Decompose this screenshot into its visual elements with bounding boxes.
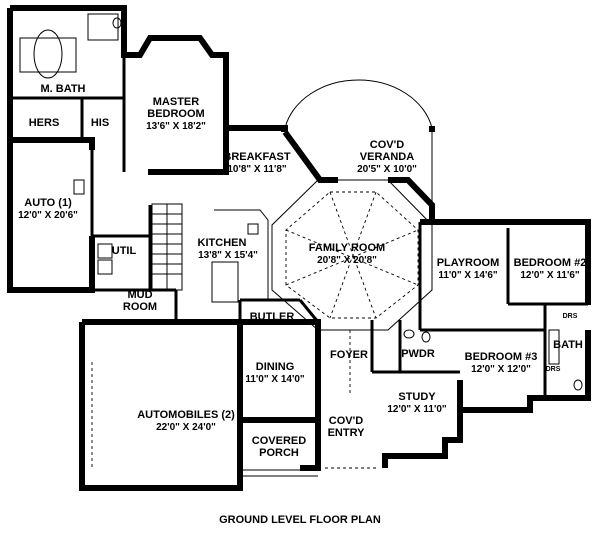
drs-bottom-label: DRS [546, 366, 561, 373]
automobiles-garage-wall [79, 319, 243, 491]
bedroom2-wall [420, 219, 591, 305]
ceiling-beam-d [329, 191, 377, 319]
covered-porch-label-1: COVERED [252, 435, 306, 447]
bedroom3-label: BEDROOM #3 [465, 351, 538, 363]
foyer-label: FOYER [330, 349, 368, 361]
family-room-dims: 20'8" X 20'8" [317, 255, 377, 266]
covd-entry-label-2: ENTRY [328, 427, 366, 439]
study-wall [382, 380, 463, 468]
pwdr-toilet [421, 331, 431, 343]
dining-wall [240, 319, 321, 423]
butler-label: BUTLER [250, 311, 295, 323]
study-dims: 12'0" X 11'0" [387, 404, 447, 415]
bedroom3-dims: 12'0" X 12'0" [471, 364, 531, 375]
bath-toilet [573, 379, 583, 391]
breakfast-angle-wall [282, 130, 338, 183]
veranda-dims: 20'5" X 10'0" [357, 164, 417, 175]
pwdr-sink [403, 329, 415, 339]
tub-surround [19, 37, 77, 73]
auto1-garage-wall [7, 140, 95, 293]
bedroom2-dims: 12'0" X 11'6" [520, 270, 580, 281]
playroom-dims: 11'0" X 14'6" [438, 270, 498, 281]
bath-fixtures [19, 13, 583, 391]
octagon-outline [271, 179, 433, 331]
breakfast-top-wall [226, 125, 288, 132]
veranda-column-west [281, 126, 287, 132]
veranda-label-1: COV'D [370, 139, 404, 151]
butler-angle-wall [298, 299, 320, 323]
master-bedroom-label-1: MASTER [153, 96, 200, 108]
covd-entry-label-1: COV'D [329, 415, 363, 427]
automobiles2-label: AUTOMOBILES (2) [137, 409, 235, 421]
master-toilet [112, 17, 122, 29]
util-label: UTIL [112, 245, 137, 257]
washer [97, 243, 113, 259]
interior-walls [10, 55, 588, 398]
drs-top-label: DRS [563, 313, 578, 320]
stairs [151, 203, 183, 291]
family-room-octagon [271, 179, 433, 331]
master-shower [87, 13, 119, 41]
kitchen-dims: 13'8" X 15'4" [198, 250, 258, 261]
auto1-top-wall [10, 137, 95, 150]
veranda-arc [284, 79, 433, 129]
playroom-label: PLAYROOM [437, 257, 500, 269]
auto1-label: AUTO (1) [24, 197, 72, 209]
kitchen-label: KITCHEN [198, 237, 247, 249]
dryer [97, 259, 113, 275]
family-room-label: FAMILY ROOM [309, 242, 385, 254]
covered-porch-label-2: PORCH [259, 447, 299, 459]
automobiles2-dims: 22'0" X 24'0" [156, 422, 216, 433]
kitchen-island [211, 261, 239, 303]
bedroom2-label: BEDROOM #2 [514, 257, 587, 269]
veranda [281, 79, 435, 205]
auto1-door-marker [73, 179, 85, 195]
veranda-label-2: VERANDA [360, 151, 414, 163]
kitchen-fixtures [211, 209, 269, 303]
breakfast-dims: 10'8" X 11'8" [227, 164, 287, 175]
kitchen-sink [247, 223, 259, 235]
pwdr-label: PWDR [401, 348, 435, 360]
bath-tub [548, 329, 560, 365]
breakfast-label: BREAKFAST [223, 151, 291, 163]
mud-room-label-1: MUD [127, 289, 152, 301]
master-bedroom-label-2: BEDROOM [147, 108, 204, 120]
auto1-dims: 12'0" X 20'6" [18, 210, 78, 221]
plan-caption: GROUND LEVEL FLOOR PLAN [219, 514, 381, 526]
hers-closet-label: HERS [29, 117, 60, 129]
bath-east-wall [560, 330, 591, 401]
study-label: STUDY [398, 391, 436, 403]
garage-details [73, 179, 378, 477]
dining-label: DINING [256, 361, 295, 373]
exterior-walls [7, 5, 591, 491]
kitchen-counter [214, 209, 269, 300]
master-tub [33, 29, 63, 79]
master-suite-wall [10, 5, 229, 175]
m-bath-label: M. BATH [40, 83, 85, 95]
his-closet-label: HIS [91, 117, 109, 129]
mud-room-label-2: ROOM [123, 301, 157, 313]
dining-dims: 11'0" X 14'0" [245, 374, 305, 385]
bath-label: BATH [553, 339, 583, 351]
master-bedroom-dims: 13'6" X 18'2" [146, 121, 206, 132]
room-labels: M. BATH HERS HIS MASTER BEDROOM 13'6" X … [18, 83, 586, 459]
family-east-wall [388, 177, 435, 225]
veranda-column-east [429, 126, 435, 132]
